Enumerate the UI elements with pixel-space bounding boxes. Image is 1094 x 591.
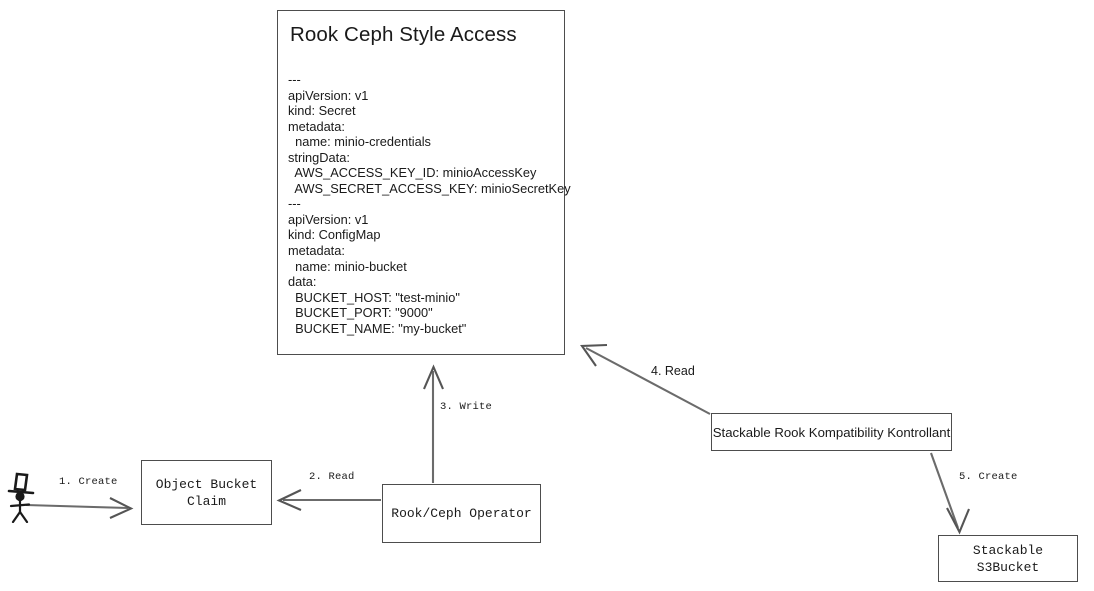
yaml-line: metadata: (288, 118, 345, 134)
user-actor-icon (7, 472, 35, 523)
edge-label-5-create: 5. Create (959, 471, 1018, 483)
node-object-bucket-claim-label: Object Bucket Claim (155, 476, 258, 509)
yaml-line: AWS_ACCESS_KEY_ID: minioAccessKey (288, 165, 537, 181)
node-stackable-s3bucket-label: Stackable S3Bucket (972, 542, 1044, 575)
yaml-line: name: minio-bucket (288, 258, 407, 274)
yaml-line: kind: ConfigMap (288, 227, 381, 243)
yaml-line: kind: Secret (288, 103, 356, 119)
yaml-line: --- (288, 72, 301, 87)
yaml-line: AWS_SECRET_ACCESS_KEY: minioSecretKey (288, 180, 571, 196)
edge-label-3-write: 3. Write (440, 401, 493, 413)
yaml-line: BUCKET_PORT: "9000" (288, 305, 433, 321)
edge-4-read (580, 343, 711, 415)
yaml-line: BUCKET_NAME: "my-bucket" (288, 320, 467, 336)
node-stackable-rook-kompatibility-kontrollant[interactable]: Stackable Rook Kompatibility Kontrollant (711, 413, 952, 451)
node-object-bucket-claim[interactable]: Object Bucket Claim (141, 460, 272, 525)
yaml-line: data: (288, 274, 317, 290)
yaml-panel-node: Rook Ceph Style Access ---apiVersion: v1… (277, 10, 571, 355)
node-rook-ceph-operator[interactable]: Rook/Ceph Operator (382, 484, 541, 543)
edge-3-write (423, 364, 444, 483)
yaml-line: BUCKET_HOST: "test-minio" (288, 289, 460, 305)
edge-label-4-read: 4. Read (651, 364, 695, 378)
node-stackable-s3bucket[interactable]: Stackable S3Bucket (938, 535, 1078, 582)
yaml-line: apiVersion: v1 (288, 211, 369, 227)
yaml-panel-title: Rook Ceph Style Access (290, 23, 517, 46)
edge-2-read (276, 489, 381, 511)
yaml-line: name: minio-credentials (288, 134, 431, 150)
yaml-line: apiVersion: v1 (288, 87, 369, 103)
node-stackable-rook-kompatibility-kontrollant-label: Stackable Rook Kompatibility Kontrollant (712, 424, 951, 440)
node-rook-ceph-operator-label: Rook/Ceph Operator (391, 506, 532, 521)
yaml-line: metadata: (288, 243, 345, 259)
edge-label-1-create: 1. Create (59, 476, 118, 488)
yaml-line: stringData: (288, 149, 350, 165)
edge-label-2-read: 2. Read (309, 471, 355, 483)
yaml-line: --- (288, 196, 301, 212)
edge-5-create (930, 452, 970, 535)
